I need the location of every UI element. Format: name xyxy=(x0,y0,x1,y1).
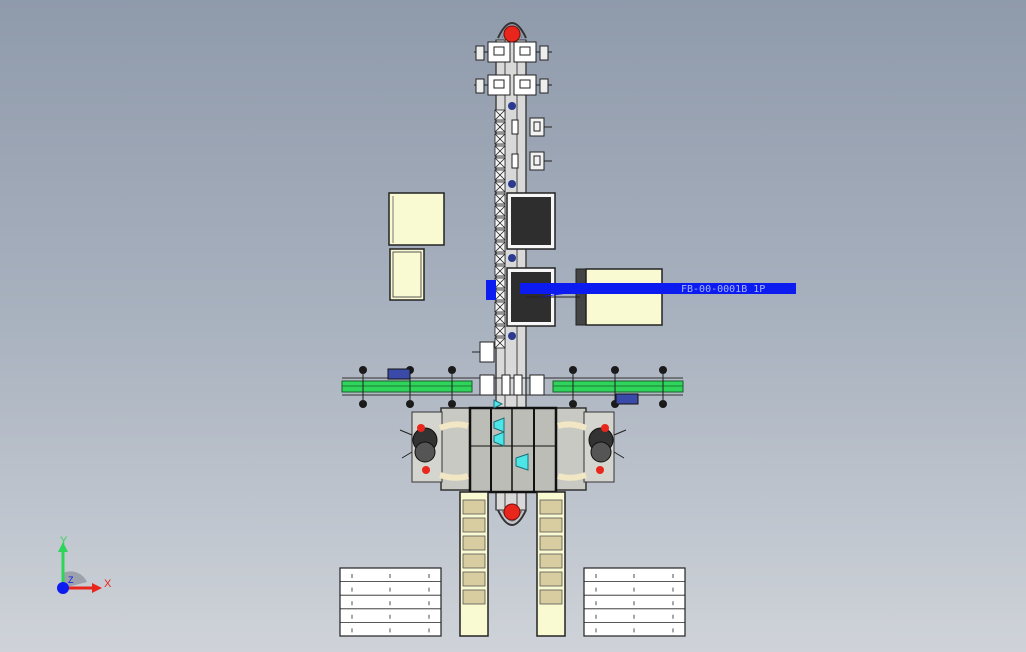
carton xyxy=(462,517,486,533)
top-fixture-group[interactable] xyxy=(474,41,552,96)
station-marker-top xyxy=(503,25,521,43)
chain-link xyxy=(494,229,506,241)
chain-link xyxy=(494,337,506,349)
chain-link xyxy=(494,145,506,157)
chain-link xyxy=(494,277,506,289)
chain-link xyxy=(494,193,506,205)
chain-link xyxy=(494,265,506,277)
cross-junction-fixtures[interactable] xyxy=(472,341,545,396)
chain-link xyxy=(494,169,506,181)
conveyor-bottom-return xyxy=(497,509,527,526)
conveyor-top-return xyxy=(497,22,527,39)
chain-link xyxy=(494,217,506,229)
cross-conveyor[interactable] xyxy=(341,377,684,396)
drive-motor-right[interactable] xyxy=(615,393,639,405)
carton xyxy=(462,499,486,515)
leader-annotation: FB-00-0001B_1P xyxy=(681,284,765,295)
carton xyxy=(462,589,486,605)
triad-x-label: X xyxy=(104,578,112,590)
triad-y-label: Y xyxy=(60,535,68,547)
pallet-left[interactable] xyxy=(339,567,442,637)
triad-z-axis xyxy=(57,582,69,594)
selected-part-highlight[interactable] xyxy=(486,280,796,300)
chain-link xyxy=(494,301,506,313)
carton xyxy=(462,571,486,587)
control-cabinet-lower[interactable] xyxy=(389,248,425,301)
drive-motor-left[interactable] xyxy=(387,368,411,380)
outfeed-cartons xyxy=(462,499,563,605)
carton xyxy=(539,535,563,551)
cyan-grippers[interactable] xyxy=(493,399,529,471)
chain-link xyxy=(494,133,506,145)
carton xyxy=(462,535,486,551)
chain-link xyxy=(494,157,506,169)
chain-link xyxy=(494,313,506,325)
side-stations[interactable] xyxy=(508,102,552,340)
carton xyxy=(539,553,563,569)
robot-arm-left[interactable] xyxy=(399,411,469,483)
machine-cell-upper[interactable] xyxy=(506,192,556,250)
chain-links xyxy=(494,109,506,349)
coordinate-triad: Y X Z xyxy=(57,535,112,594)
carton xyxy=(539,571,563,587)
chain-link xyxy=(494,325,506,337)
chain-link xyxy=(494,121,506,133)
chain-link xyxy=(494,181,506,193)
chain-link xyxy=(494,253,506,265)
carton xyxy=(539,499,563,515)
chain-link xyxy=(494,289,506,301)
carton xyxy=(462,553,486,569)
chain-link xyxy=(494,109,506,121)
carton xyxy=(539,589,563,605)
pallet-right[interactable] xyxy=(583,567,686,637)
carton xyxy=(539,517,563,533)
chain-link xyxy=(494,241,506,253)
robot-arm-right[interactable] xyxy=(557,411,627,483)
control-cabinet-upper[interactable] xyxy=(388,192,445,246)
station-marker-bottom xyxy=(503,503,521,521)
triad-z-label: Z xyxy=(68,575,74,585)
chain-link xyxy=(494,205,506,217)
operator-panel[interactable] xyxy=(575,268,663,326)
